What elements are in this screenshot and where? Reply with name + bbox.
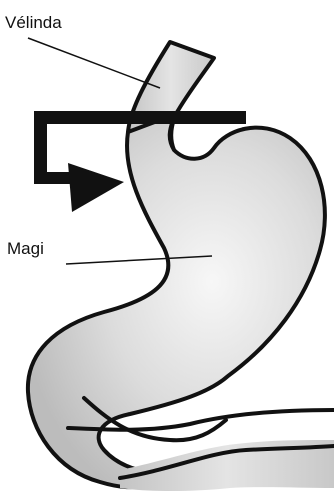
bypass-arrow-icon xyxy=(68,163,124,212)
bypass-band-over xyxy=(120,111,246,124)
esophagus-label: Vélinda xyxy=(5,14,62,31)
stomach-label: Magi xyxy=(7,240,44,257)
esophagus-leader-line xyxy=(28,38,160,88)
